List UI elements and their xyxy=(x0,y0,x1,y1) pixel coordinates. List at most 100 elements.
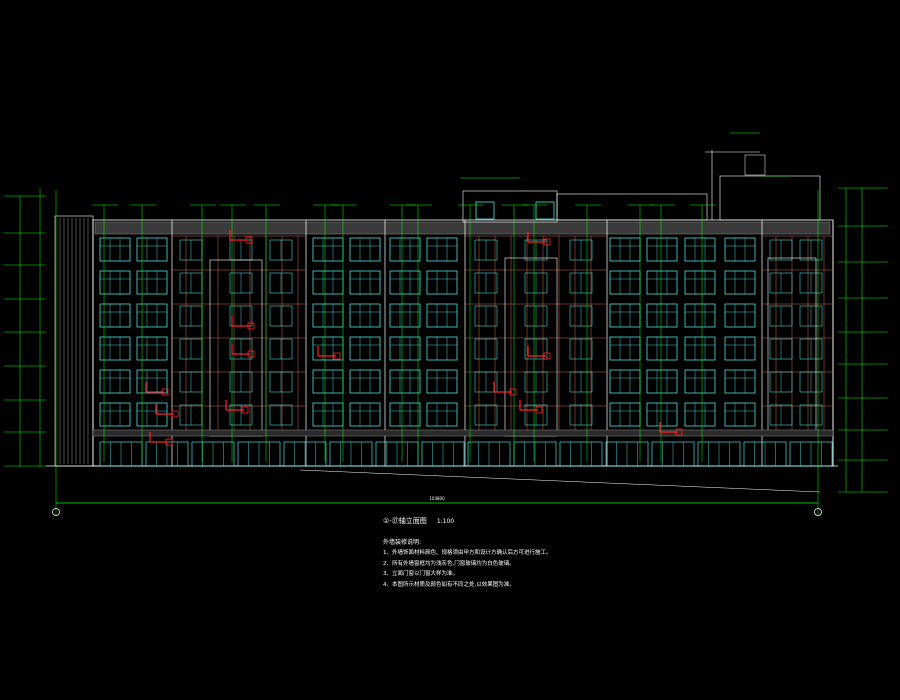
window xyxy=(312,303,344,328)
ground-layer xyxy=(46,465,838,493)
axis-bubble-right xyxy=(814,508,822,516)
annotation-layer xyxy=(145,230,683,446)
window xyxy=(426,336,458,361)
window xyxy=(684,402,716,427)
note-item: 4、本图所示材质及颜色如有不同之处,以效果图为准。 xyxy=(383,581,515,588)
overall-dimension-text: 103800 xyxy=(429,496,445,501)
dimension-layer xyxy=(4,132,888,516)
window xyxy=(724,303,756,328)
window xyxy=(389,402,421,427)
window xyxy=(609,369,641,394)
window xyxy=(724,369,756,394)
window xyxy=(684,336,716,361)
downpipe-head xyxy=(161,388,169,396)
downpipe-head xyxy=(165,438,173,446)
downpipe-head xyxy=(509,388,517,396)
drawing-title-block: ①-㉗轴立面图 1:100 xyxy=(383,514,454,528)
window xyxy=(609,402,641,427)
downpipe-head xyxy=(543,238,551,246)
downpipe-head xyxy=(241,406,249,414)
window xyxy=(389,336,421,361)
window xyxy=(389,303,421,328)
window xyxy=(99,336,131,361)
downpipe-head xyxy=(171,410,179,418)
window xyxy=(724,270,756,295)
main-body xyxy=(92,219,834,467)
building-body xyxy=(54,150,834,467)
stair-window-frame xyxy=(504,257,558,437)
window xyxy=(724,402,756,427)
shopfront-layer xyxy=(92,429,834,467)
notes-heading: 外墙装修说明: xyxy=(383,539,422,546)
window xyxy=(646,270,678,295)
downpipe-head xyxy=(535,406,543,414)
axis-bubble-left xyxy=(52,508,60,516)
axis-markers xyxy=(52,508,822,516)
downpipe-head xyxy=(543,352,551,360)
window xyxy=(349,336,381,361)
window xyxy=(609,237,641,262)
window xyxy=(646,303,678,328)
window xyxy=(426,369,458,394)
window xyxy=(684,369,716,394)
drawing-title: ①-㉗轴立面图 xyxy=(383,517,427,525)
downpipe-head xyxy=(333,352,341,360)
window xyxy=(349,402,381,427)
window xyxy=(349,369,381,394)
window xyxy=(426,237,458,262)
window xyxy=(349,303,381,328)
roof-stair-block xyxy=(462,190,558,223)
window xyxy=(609,270,641,295)
window xyxy=(99,270,131,295)
roof-water-tank xyxy=(719,175,821,221)
window xyxy=(724,237,756,262)
window xyxy=(389,270,421,295)
window xyxy=(646,369,678,394)
window xyxy=(312,369,344,394)
window xyxy=(426,402,458,427)
window xyxy=(99,402,131,427)
downpipe-head xyxy=(247,322,255,330)
downpipe-head xyxy=(247,350,255,358)
note-item: 2、所有外墙窗框均为浅灰色,门窗玻璃均为白色玻璃。 xyxy=(383,560,515,567)
window xyxy=(312,270,344,295)
window xyxy=(609,336,641,361)
window xyxy=(684,270,716,295)
window xyxy=(99,237,131,262)
stair-tower xyxy=(54,215,94,467)
window xyxy=(609,303,641,328)
canopy-band xyxy=(92,429,834,437)
window-layer xyxy=(99,201,823,437)
window xyxy=(389,237,421,262)
drawing-scale: 1:100 xyxy=(436,517,455,525)
note-item: 3、立面门窗以门窗大样为准。 xyxy=(383,571,459,577)
window xyxy=(312,237,344,262)
window xyxy=(684,303,716,328)
window xyxy=(684,237,716,262)
window xyxy=(724,336,756,361)
downpipe-head xyxy=(675,428,683,436)
note-item: 1、外墙饰面材料颜色、规格须由甲方和设计方确认后方可进行施工。 xyxy=(383,550,552,556)
roof-vent xyxy=(744,154,766,176)
window xyxy=(136,237,168,262)
window xyxy=(646,336,678,361)
window xyxy=(312,402,344,427)
roof-frame xyxy=(556,193,708,221)
finish-notes: 外墙装修说明: 1、外墙饰面材料颜色、规格须由甲方和设计方确认后方可进行施工。 … xyxy=(383,538,683,590)
roof-window xyxy=(475,201,495,220)
window xyxy=(99,369,131,394)
window xyxy=(99,303,131,328)
roof-window xyxy=(535,201,555,220)
window xyxy=(136,270,168,295)
window xyxy=(136,369,168,394)
window xyxy=(136,303,168,328)
window xyxy=(646,402,678,427)
parapet-band xyxy=(94,221,831,235)
window xyxy=(136,336,168,361)
downpipe-head xyxy=(245,236,253,244)
window xyxy=(389,369,421,394)
site-slope-line xyxy=(299,469,821,493)
window xyxy=(426,303,458,328)
